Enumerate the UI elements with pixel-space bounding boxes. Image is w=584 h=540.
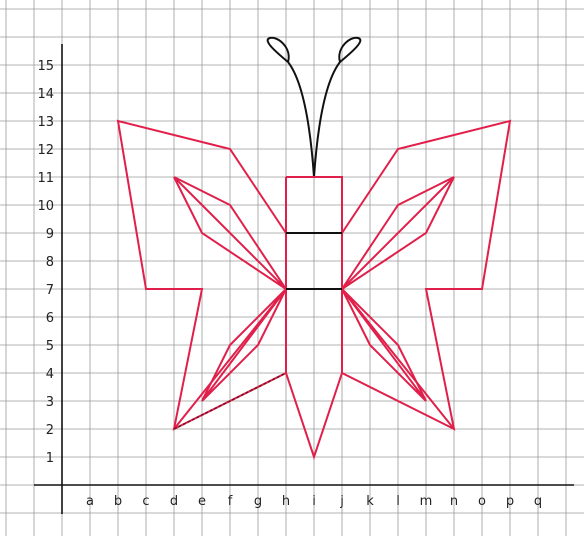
y-label-1: 1: [46, 451, 54, 466]
y-label-2: 2: [46, 423, 54, 438]
x-label-h: h: [282, 494, 290, 509]
y-label-5: 5: [46, 339, 54, 354]
x-label-l: l: [396, 494, 400, 509]
x-label-q: q: [534, 494, 542, 509]
y-label-11: 11: [37, 171, 54, 186]
y-label-8: 8: [46, 255, 54, 270]
x-label-n: n: [450, 494, 458, 509]
x-label-p: p: [506, 494, 514, 509]
right-antenna: [314, 38, 360, 177]
y-label-3: 3: [46, 395, 54, 410]
y-label-14: 14: [37, 87, 54, 102]
left-antenna: [268, 38, 314, 177]
x-label-m: m: [420, 494, 433, 509]
y-label-9: 9: [46, 227, 54, 242]
x-axis-letter-labels: a b c d e f g h i j k l m n o p q: [86, 494, 542, 509]
x-label-d: d: [170, 494, 178, 509]
y-label-13: 13: [37, 115, 54, 130]
x-label-k: k: [366, 494, 374, 509]
axes: [34, 44, 574, 514]
x-label-e: e: [198, 494, 206, 509]
x-label-i: i: [312, 494, 316, 509]
x-label-o: o: [478, 494, 486, 509]
y-label-10: 10: [37, 199, 54, 214]
y-label-4: 4: [46, 367, 54, 382]
y-label-12: 12: [37, 143, 54, 158]
x-label-j: j: [339, 494, 344, 509]
x-label-g: g: [254, 494, 262, 509]
x-label-c: c: [142, 494, 149, 509]
x-label-b: b: [114, 494, 122, 509]
x-label-a: a: [86, 494, 94, 509]
y-label-15: 15: [37, 59, 54, 74]
y-label-7: 7: [46, 283, 54, 298]
y-label-6: 6: [46, 311, 54, 326]
x-label-f: f: [228, 494, 233, 509]
